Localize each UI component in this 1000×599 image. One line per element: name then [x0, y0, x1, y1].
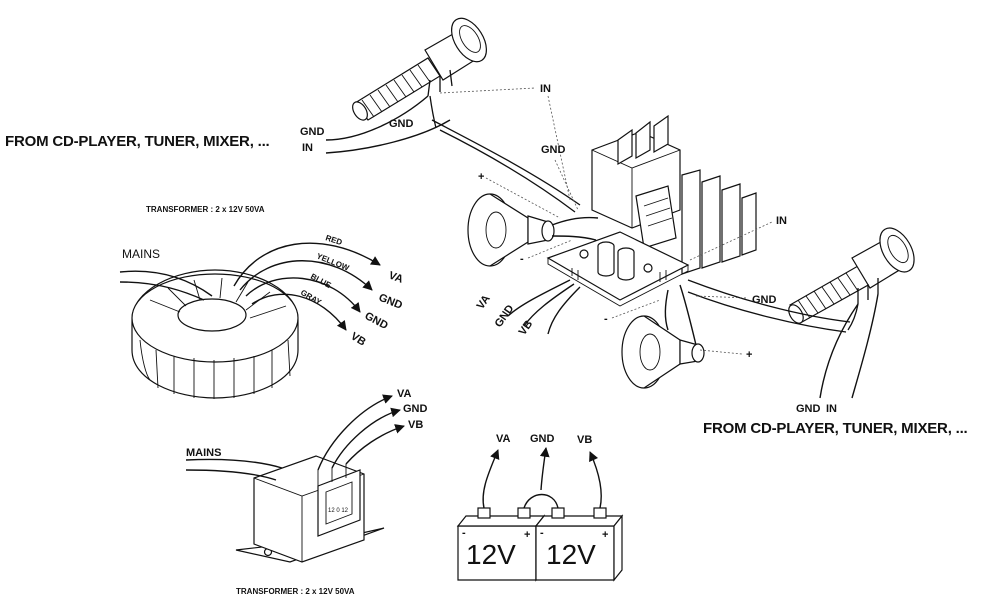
board-gnd-label: GND	[493, 303, 517, 330]
toroidal-title: TRANSFORMER : 2 x 12V 50VA	[146, 205, 265, 214]
right-in-label: IN	[776, 215, 787, 227]
battery1-voltage: 12V	[466, 539, 516, 570]
right-shielded-cable	[687, 279, 851, 323]
amplifier-board	[546, 231, 690, 307]
left-pot-gnd-label: GND	[389, 118, 414, 130]
battery1-minus: -	[462, 527, 466, 539]
upper-speaker	[467, 193, 555, 267]
battery-vb-wire	[589, 451, 602, 509]
left-shielded-cable	[431, 119, 581, 206]
box-terminal-marks: 12 0 12	[328, 508, 349, 514]
toroidal-gnd1-label: GND	[377, 292, 404, 312]
lower-speaker-plus: +	[746, 349, 752, 361]
right-in-wire	[851, 293, 879, 399]
board-vb-label: VB	[517, 318, 536, 337]
box-vb-label: VB	[408, 419, 423, 431]
board-va-label: VA	[475, 293, 493, 312]
right-potentiometer	[788, 227, 915, 324]
toroidal-gray-wire	[251, 293, 347, 331]
left-gnd-wire	[325, 95, 429, 141]
upper-speaker-minus: -	[520, 253, 524, 265]
toroidal-red-wire	[233, 242, 381, 287]
upper-speaker-plus: +	[478, 171, 484, 183]
right-source-gnd-label: GND	[796, 403, 821, 415]
toroidal-gnd2-label: GND	[363, 310, 390, 332]
battery-va-label: VA	[496, 433, 511, 445]
toroidal-blue-label: BLUE	[309, 272, 333, 290]
toroidal-blue-wire	[245, 277, 361, 313]
box-va-wire	[317, 394, 393, 471]
box-mains-label: MAINS	[186, 447, 221, 459]
lower-speaker-minus: -	[604, 313, 608, 325]
toroidal-mains-label: MAINS	[122, 247, 160, 261]
right-gnd-label: GND	[752, 294, 777, 306]
box-va-label: VA	[397, 388, 412, 400]
toroidal-va-label: VA	[387, 270, 405, 286]
battery-vb-label: VB	[577, 434, 592, 446]
box-vb-wire	[345, 424, 405, 465]
left-in-wire	[325, 119, 451, 154]
top-gnd-label: GND	[541, 144, 566, 156]
top-in-label: IN	[540, 83, 551, 95]
battery1-plus: +	[524, 529, 530, 541]
battery-gnd-label: GND	[530, 433, 555, 445]
box-transformer	[235, 455, 385, 563]
left-gnd-label: GND	[300, 126, 325, 138]
toroidal-vb-label: VB	[348, 330, 367, 348]
right-source-in-label: IN	[826, 403, 837, 415]
right-source-label: FROM CD-PLAYER, TUNER, MIXER, ...	[703, 420, 968, 437]
battery2-minus: -	[540, 527, 544, 539]
battery-va-wire	[482, 449, 500, 509]
right-gnd-wire	[819, 303, 859, 399]
battery-gnd-wire	[539, 447, 550, 491]
battery2-voltage: 12V	[546, 539, 596, 570]
toroidal-gray-label: GRAY	[299, 288, 323, 307]
box-gnd-label: GND	[403, 403, 428, 415]
lower-speaker	[621, 315, 705, 389]
toroidal-transformer	[131, 269, 299, 399]
box-transformer-title: TRANSFORMER : 2 x 12V 50VA	[236, 587, 355, 596]
battery2-plus: +	[602, 529, 608, 541]
battery-pack	[456, 493, 624, 582]
left-source-label: FROM CD-PLAYER, TUNER, MIXER, ...	[5, 133, 270, 150]
toroidal-yellow-wire	[239, 260, 373, 291]
heatsink	[591, 114, 757, 275]
box-gnd-wire	[331, 407, 401, 469]
left-potentiometer	[352, 17, 487, 121]
left-in-label: IN	[302, 142, 313, 154]
